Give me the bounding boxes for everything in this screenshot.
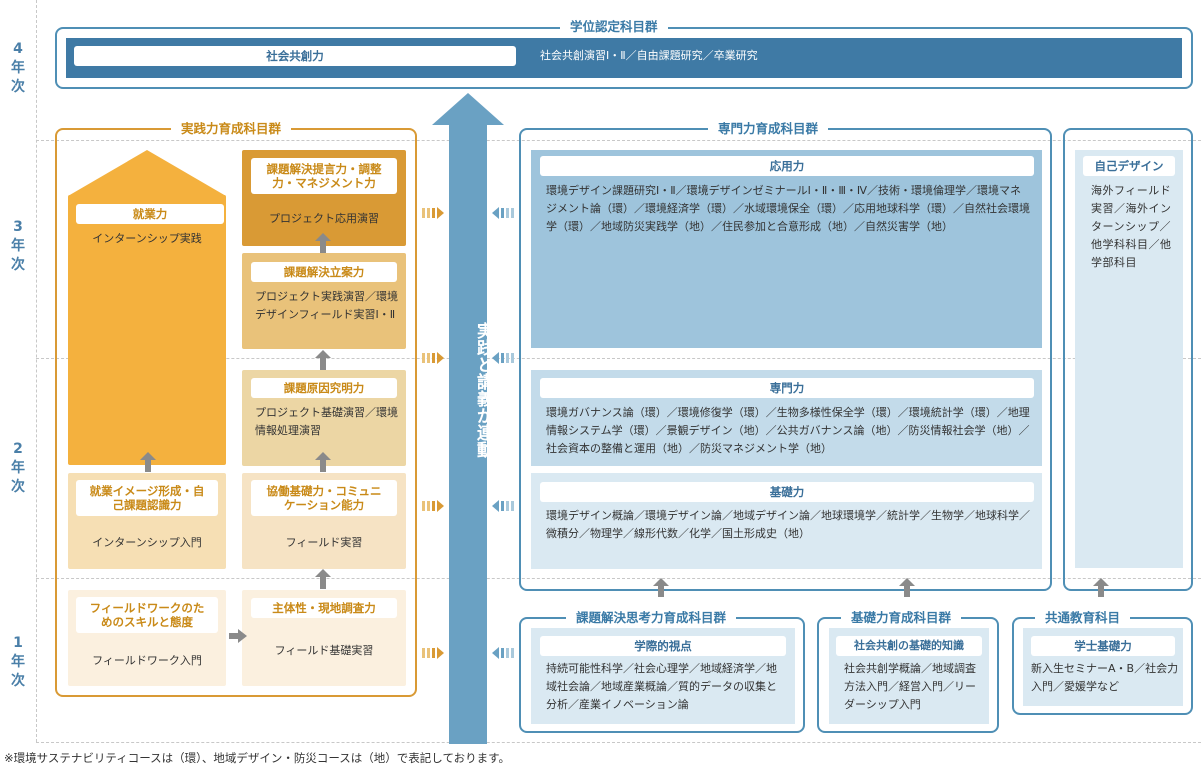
link-arrow-icon	[422, 647, 444, 659]
degree-title: 学位認定科目群	[560, 19, 668, 35]
applied-body: 環境デザイン課題研究Ⅰ・Ⅱ／環境デザインゼミナールⅠ・Ⅱ・Ⅲ・Ⅳ／技術・環境倫理…	[546, 184, 1030, 233]
up-arrow-icon	[315, 452, 331, 460]
self-block	[1075, 150, 1183, 568]
up-arrow-stem	[658, 585, 664, 597]
up-arrow-stem	[320, 459, 326, 472]
expert-body: 環境ガバナンス論（環）／環境修復学（環）／生物多様性保全学（環）／環境統計学（環…	[546, 406, 1030, 455]
practice-title: 実践力育成科目群	[171, 121, 292, 137]
center-arrow-head	[432, 93, 504, 125]
link-arrow-icon	[492, 647, 514, 659]
degree-chip: 社会共創力	[74, 46, 516, 66]
self-body: 海外フィールド実習／海外インターンシップ／他学科科目／他学部科目	[1091, 184, 1172, 269]
basic-body: 環境デザイン概論／環境デザイン論／地域デザイン論／地球環境学／統計学／生物学／地…	[546, 509, 1030, 540]
up-arrow-icon	[315, 569, 331, 577]
cause-chip: 課題原因究明力	[251, 378, 397, 398]
planning-chip: 課題解決立案力	[251, 262, 397, 282]
problem-title: 課題解決思考力育成科目群	[566, 610, 737, 626]
survey-body: フィールド基礎実習	[274, 644, 374, 657]
up-arrow-icon	[1093, 578, 1109, 586]
footnote: ※環境サステナビリティコースは（環）、地域デザイン・防災コースは（地）で表記して…	[4, 751, 510, 765]
up-arrow-stem	[145, 459, 151, 472]
basicgroup-chip: 社会共創の基礎的知識	[836, 636, 982, 656]
common-body: 新入生セミナーA・B／社会力入門／愛媛学など	[1031, 662, 1179, 693]
grid-line-4-3	[36, 140, 1201, 141]
proposal-chip: 課題解決提言力・調整力・マネジメント力	[251, 158, 397, 194]
link-arrow-icon	[492, 500, 514, 512]
problem-body: 持続可能性科学／社会心理学／地域経済学／地域社会論／地域産業概論／質的データの収…	[546, 662, 777, 711]
survey-chip: 主体性・現地調査力	[251, 598, 397, 618]
expert-chip: 専門力	[540, 378, 1034, 398]
employ-body: インターンシップ実践	[92, 232, 202, 245]
employ-roof	[68, 150, 226, 196]
center-arrow-shaft	[449, 124, 487, 744]
link-arrow-icon	[422, 207, 444, 219]
fieldwork-chip: フィールドワークのためのスキルと態度	[76, 597, 218, 633]
link-arrow-icon	[422, 352, 444, 364]
self-frame	[1063, 128, 1193, 591]
specialty-title: 専門力育成科目群	[708, 121, 829, 137]
right-arrow-head-icon	[238, 629, 247, 643]
fieldwork-body: フィールドワーク入門	[92, 654, 202, 667]
right-arrow-icon	[229, 633, 239, 639]
image-body: インターンシップ入門	[92, 536, 202, 549]
link-arrow-icon	[492, 352, 514, 364]
basicgroup-title: 基礎力育成科目群	[841, 610, 962, 626]
basicgroup-body: 社会共創学概論／地域調査方法入門／経営入門／リーダーシップ入門	[844, 662, 976, 711]
planning-body: プロジェクト実践演習／環境デザインフィールド実習Ⅰ・Ⅱ	[255, 290, 398, 321]
link-arrow-icon	[492, 207, 514, 219]
collab-body: フィールド実習	[285, 536, 363, 549]
up-arrow-stem	[1098, 585, 1104, 597]
common-title: 共通教育科目	[1035, 610, 1131, 626]
degree-body: 社会共創演習Ⅰ・Ⅱ／自由課題研究／卒業研究	[540, 49, 758, 62]
problem-chip: 学際的視点	[540, 636, 786, 656]
link-arrow-icon	[422, 500, 444, 512]
employ-block	[68, 195, 226, 465]
up-arrow-stem	[320, 357, 326, 370]
grid-line-bottom	[36, 742, 1201, 743]
up-arrow-stem	[904, 585, 910, 597]
cause-body: プロジェクト基礎演習／環境情報処理演習	[255, 406, 398, 437]
image-chip: 就業イメージ形成・自己課題認識力	[76, 480, 218, 516]
up-arrow-stem	[320, 576, 326, 589]
proposal-body: プロジェクト応用演習	[269, 212, 379, 225]
up-arrow-icon	[315, 350, 331, 358]
self-chip: 自己デザイン	[1083, 156, 1175, 176]
employ-chip: 就業力	[76, 204, 224, 224]
basic-chip: 基礎力	[540, 482, 1034, 502]
up-arrow-icon	[653, 578, 669, 586]
collab-chip: 協働基礎力・コミュニケーション能力	[251, 480, 397, 516]
up-arrow-stem	[320, 240, 326, 253]
applied-chip: 応用力	[540, 156, 1034, 176]
grid-line-2-1	[36, 578, 1201, 579]
center-arrow-text: 実践と講義が連動	[473, 322, 493, 458]
up-arrow-icon	[899, 578, 915, 586]
applied-block	[531, 150, 1042, 348]
up-arrow-icon	[140, 452, 156, 460]
grid-line-left	[36, 0, 37, 742]
up-arrow-icon	[315, 233, 331, 241]
grid-line-3-2	[36, 358, 1201, 359]
common-chip: 学士基礎力	[1031, 636, 1175, 656]
